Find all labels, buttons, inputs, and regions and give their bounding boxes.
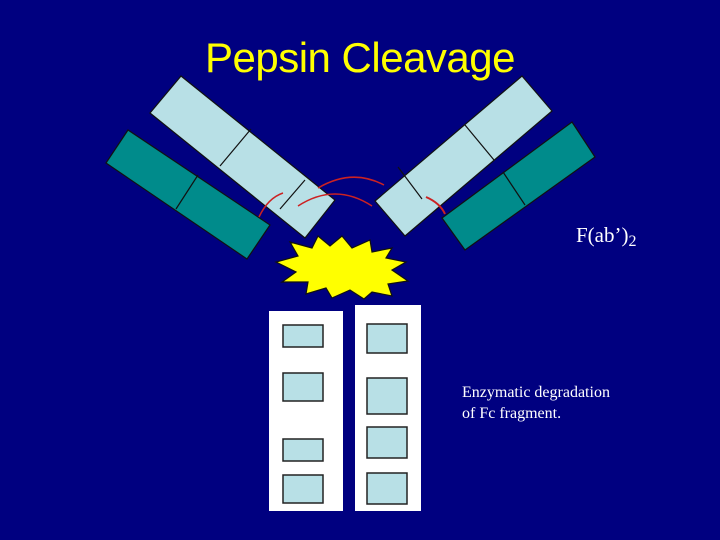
cleavage-burst-shape bbox=[276, 236, 408, 299]
fc-domain bbox=[367, 427, 407, 458]
fc-domain bbox=[367, 378, 407, 414]
fc-domain bbox=[367, 473, 407, 504]
degradation-note-line1: Enzymatic degradation bbox=[462, 384, 610, 401]
fc-domain bbox=[283, 325, 323, 347]
fab2-label-subscript: 2 bbox=[628, 233, 636, 250]
fc-domain bbox=[283, 373, 323, 401]
fc-domain bbox=[283, 475, 323, 503]
degradation-note-line2: of Fc fragment. bbox=[462, 405, 561, 422]
fc-domain bbox=[367, 324, 407, 353]
fab2-label: F(ab’)2 bbox=[576, 223, 636, 250]
fc-domain bbox=[283, 439, 323, 461]
fc-fragment bbox=[269, 305, 421, 511]
fab2-label-text: F(ab’) bbox=[576, 223, 628, 247]
inter-heavy-disulfide-bond bbox=[318, 177, 384, 188]
